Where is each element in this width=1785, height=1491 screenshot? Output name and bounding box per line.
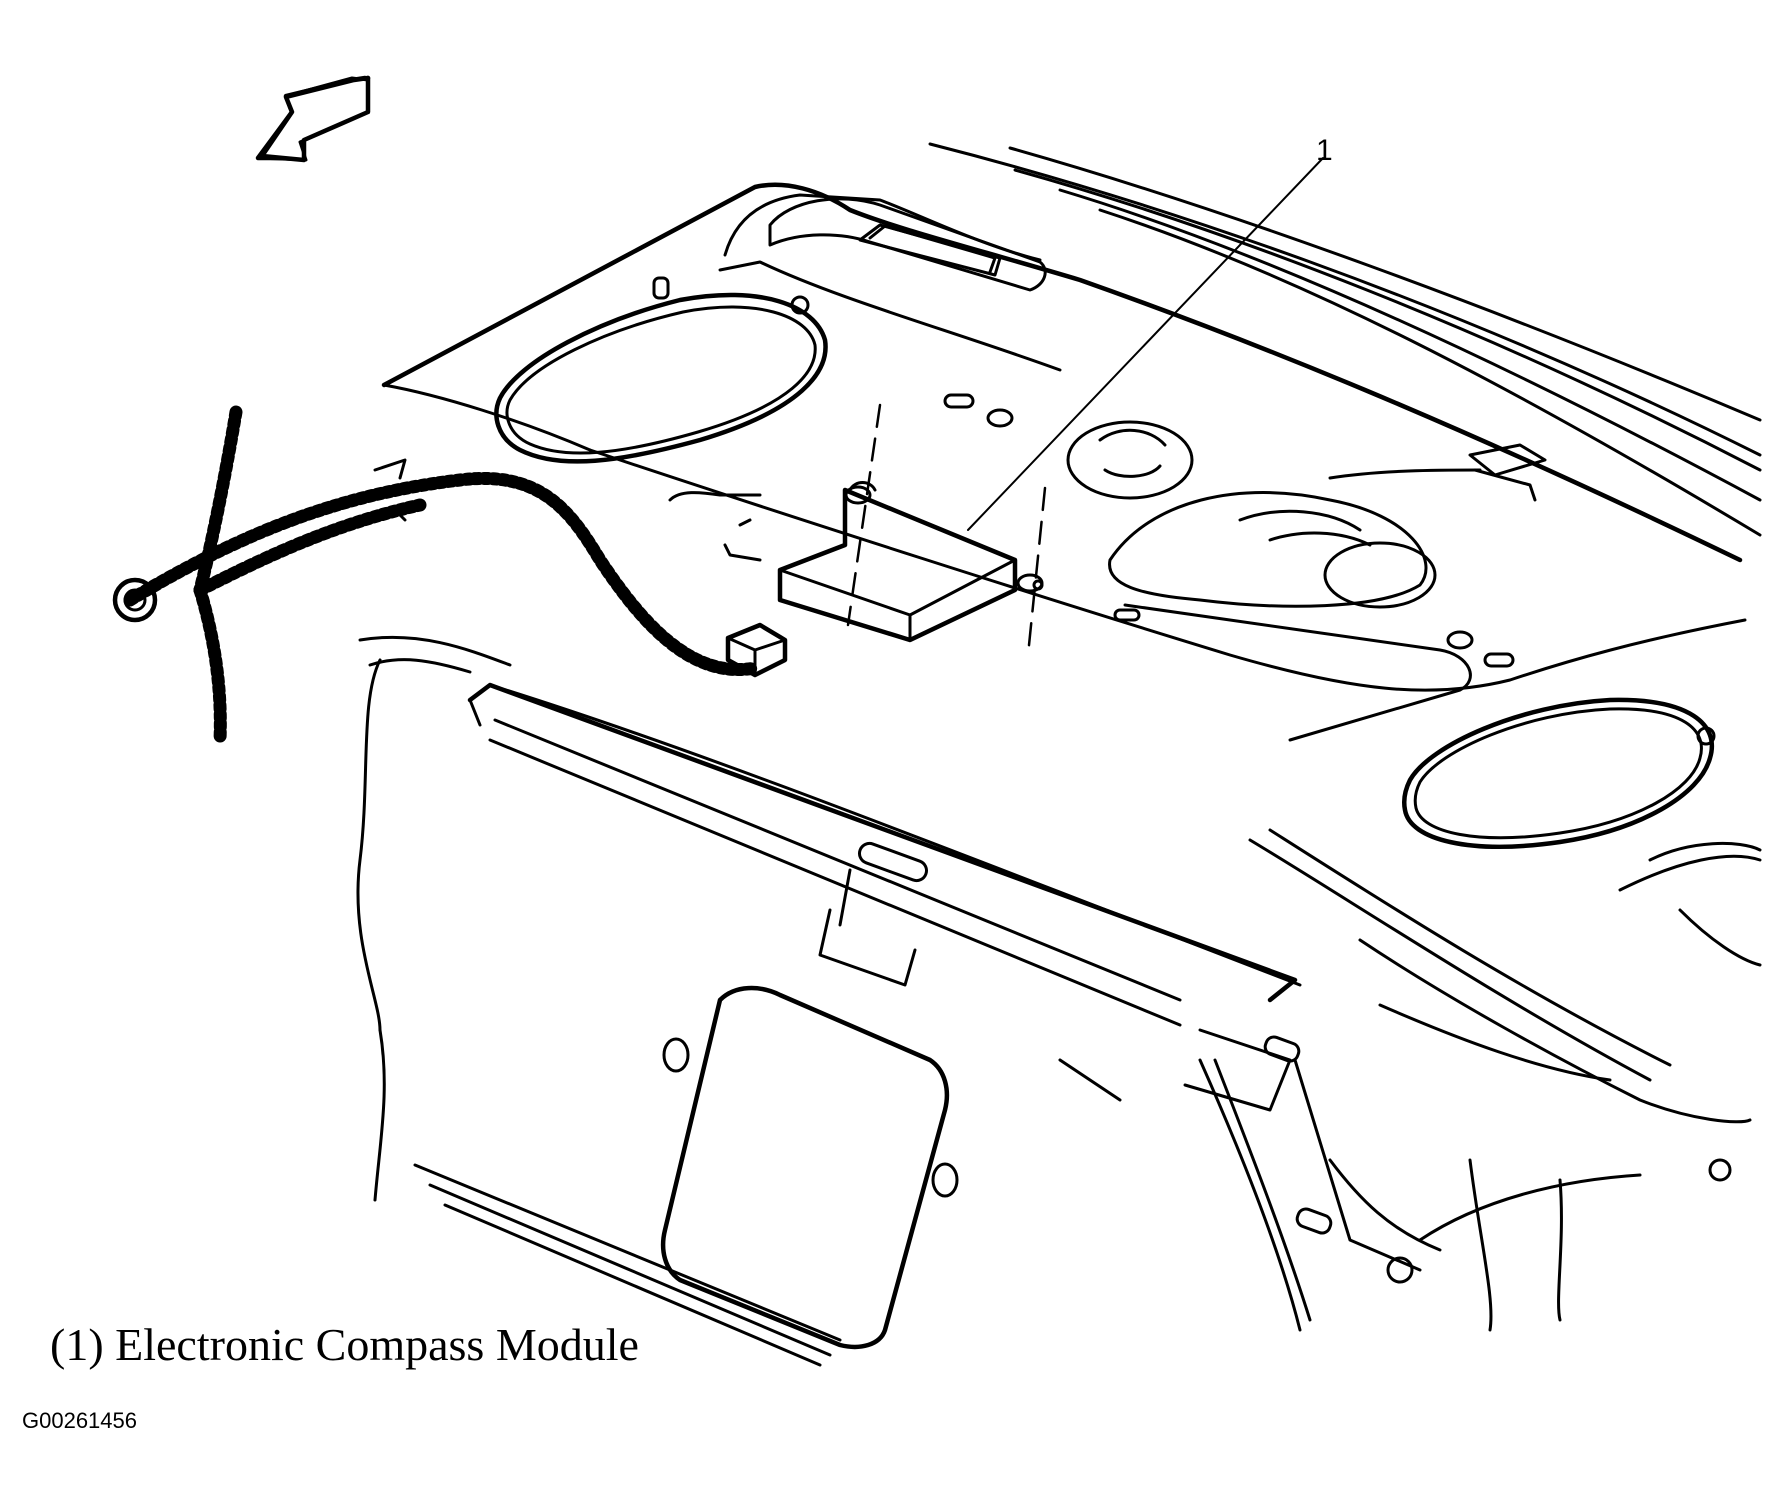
direction-arrow-icon	[255, 75, 371, 163]
shelf-slots	[652, 276, 1515, 668]
figure-id: G00261456	[22, 1408, 137, 1433]
center-vents	[1066, 420, 1547, 742]
lower-body-panel	[356, 658, 1762, 1367]
right-speaker-grille	[1401, 697, 1716, 849]
callout-number-1: 1	[1316, 134, 1333, 167]
wiring-harness	[112, 405, 762, 747]
left-speaker-grille	[494, 292, 828, 464]
third-brake-light-housing	[768, 197, 1047, 292]
callout-leader-line	[967, 157, 1324, 531]
rear-shelf-panel	[381, 182, 1747, 692]
rear-window-lines	[928, 142, 1762, 537]
figure-caption: (1) Electronic Compass Module	[50, 1319, 639, 1370]
package-tray-strip	[358, 635, 1302, 1027]
compass-module	[668, 403, 1047, 657]
